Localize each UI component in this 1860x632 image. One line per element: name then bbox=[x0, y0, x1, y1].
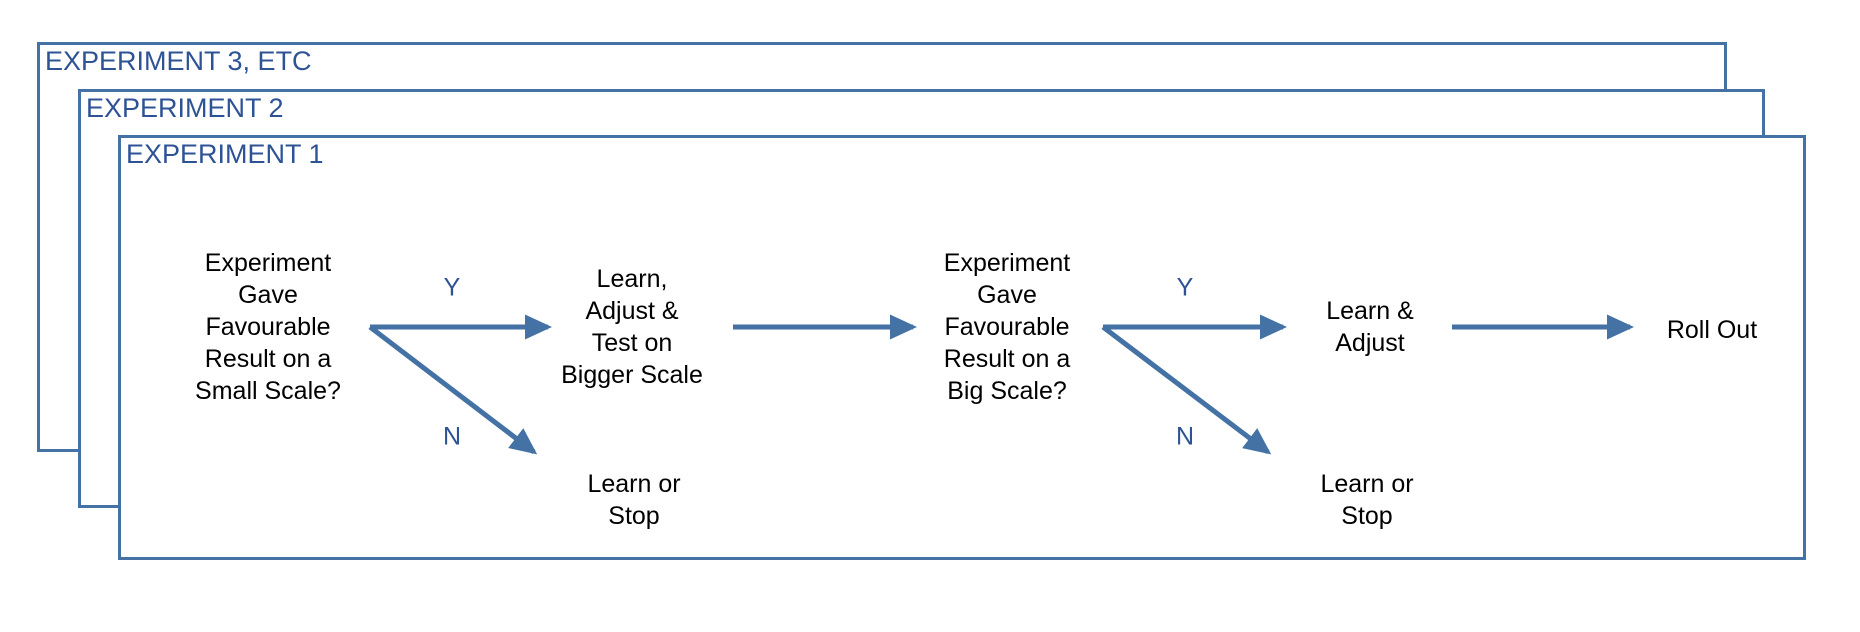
experiment-2-label: EXPERIMENT 2 bbox=[86, 93, 284, 123]
node-decision-small-scale: Experiment Gave Favourable Result on a S… bbox=[195, 249, 341, 405]
experiment-1-label: EXPERIMENT 1 bbox=[126, 139, 324, 169]
node-learn-or-stop-2: Learn or Stop bbox=[1320, 470, 1414, 530]
edge-label-yes-1: Y bbox=[443, 273, 461, 302]
edge-label-no-1: N bbox=[442, 422, 462, 451]
experiment-3-label: EXPERIMENT 3, ETC bbox=[45, 46, 312, 76]
arrow-small-scale-no bbox=[368, 325, 538, 455]
edge-label-no-2: N bbox=[1175, 422, 1195, 451]
node-decision-big-scale: Experiment Gave Favourable Result on a B… bbox=[943, 249, 1071, 405]
node-learn-or-stop-1: Learn or Stop bbox=[587, 470, 681, 530]
node-learn-adjust: Learn & Adjust bbox=[1326, 297, 1414, 357]
node-roll-out: Roll Out bbox=[1666, 316, 1758, 344]
node-learn-adjust-test: Learn, Adjust & Test on Bigger Scale bbox=[561, 265, 703, 389]
arrow-big-scale-no bbox=[1101, 325, 1272, 455]
edge-label-yes-2: Y bbox=[1176, 273, 1194, 302]
